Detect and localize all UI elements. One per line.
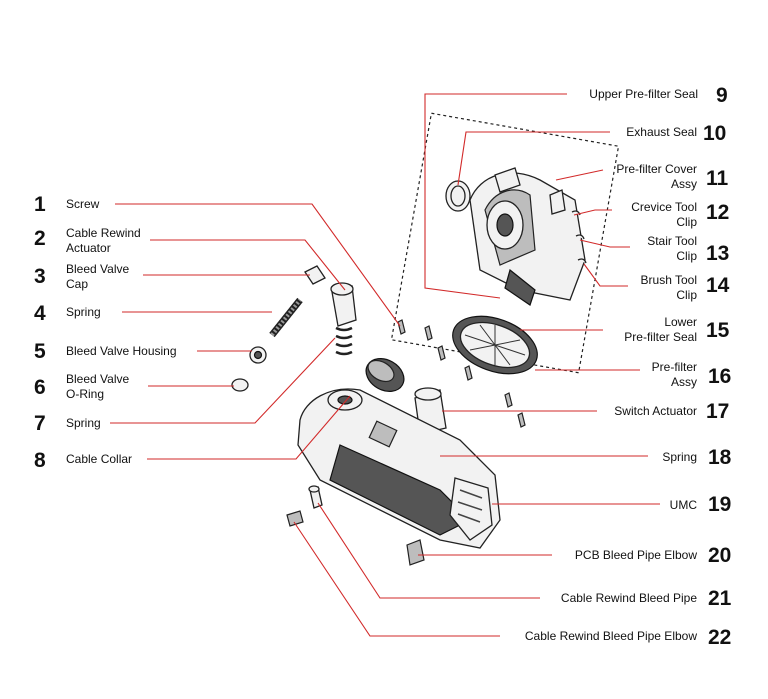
part-label-2-line2: Actuator: [66, 241, 111, 255]
leader-7: [110, 337, 336, 424]
part-number-19: 19: [708, 493, 731, 516]
leader-1: [115, 203, 401, 327]
part-label-14-line2: Clip: [676, 288, 697, 302]
part-label-7: Spring: [66, 416, 101, 430]
part-number-3: 3: [34, 265, 46, 288]
part-label-19: UMC: [670, 498, 698, 512]
leader-13: [579, 239, 630, 248]
part-number-5: 5: [34, 340, 46, 363]
part-label-16-line1: Pre-filter: [652, 360, 697, 374]
leader-12: [573, 209, 612, 216]
part-label-4: Spring: [66, 305, 101, 319]
part-number-6: 6: [34, 376, 46, 399]
part-label-11-line1: Pre-filter Cover: [616, 162, 697, 176]
part-number-4: 4: [34, 302, 46, 325]
leader-9: [424, 93, 567, 299]
umc-drawing: [297, 388, 501, 549]
part-number-13: 13: [706, 242, 729, 265]
part-number-10: 10: [703, 122, 726, 145]
part-number-9: 9: [716, 84, 728, 107]
part-number-11: 11: [706, 167, 729, 190]
part-label-15-line1: Lower: [664, 315, 697, 329]
part-label-18: Spring: [662, 450, 697, 464]
part-label-5: Bleed Valve Housing: [66, 344, 177, 358]
part-number-7: 7: [34, 412, 46, 435]
part-label-3-line2: Cap: [66, 277, 88, 291]
part-label-14-line1: Brush Tool: [641, 273, 697, 287]
part-label-22: Cable Rewind Bleed Pipe Elbow: [525, 629, 697, 643]
part-label-10: Exhaust Seal: [626, 125, 697, 139]
part-label-3-line1: Bleed Valve: [66, 262, 129, 276]
right-labels: Upper Pre-filter Seal 9 Exhaust Seal 10 …: [525, 84, 732, 649]
part-label-11-line2: Assy: [671, 177, 697, 191]
part-number-8: 8: [34, 449, 46, 472]
leader-lines: [110, 93, 660, 637]
part-label-13-line1: Stair Tool: [647, 234, 697, 248]
prefilter-cover-drawing: [390, 112, 620, 374]
cable-collar-drawing: [365, 358, 405, 392]
bleed-valve-drawing: [231, 265, 326, 392]
leader-14: [583, 263, 628, 287]
part-number-12: 12: [706, 201, 729, 224]
part-number-21: 21: [708, 587, 732, 610]
bleed-pipes-drawing: [286, 485, 425, 566]
parts-illustration: [231, 112, 620, 566]
part-label-20: PCB Bleed Pipe Elbow: [575, 548, 697, 562]
part-number-2: 2: [34, 227, 46, 250]
part-number-18: 18: [708, 446, 732, 469]
part-label-6-line2: O-Ring: [66, 387, 104, 401]
part-label-21: Cable Rewind Bleed Pipe: [561, 591, 697, 605]
part-number-15: 15: [706, 319, 730, 342]
leader-22: [293, 521, 500, 637]
actuator-drawing: [330, 282, 357, 356]
leader-11: [555, 169, 604, 181]
leader-10: [457, 131, 610, 186]
left-labels: 1 Screw 2 Cable Rewind Actuator 3 Bleed …: [34, 193, 177, 472]
part-label-8: Cable Collar: [66, 452, 132, 466]
part-number-22: 22: [708, 626, 731, 649]
part-label-12-line1: Crevice Tool: [631, 200, 697, 214]
part-number-1: 1: [34, 193, 46, 216]
part-number-17: 17: [706, 400, 729, 423]
leader-8: [147, 395, 351, 460]
part-label-13-line2: Clip: [676, 249, 697, 263]
part-label-17: Switch Actuator: [614, 404, 697, 418]
part-label-6-line1: Bleed Valve: [66, 372, 129, 386]
part-label-9: Upper Pre-filter Seal: [589, 87, 698, 101]
part-label-1: Screw: [66, 197, 100, 211]
part-label-2-line1: Cable Rewind: [66, 226, 141, 240]
screws-drawing: [397, 319, 526, 428]
leader-21: [317, 502, 540, 599]
part-label-15-line2: Pre-filter Seal: [624, 330, 697, 344]
part-label-12-line2: Clip: [676, 215, 697, 229]
prefilter-drawing: [452, 315, 538, 375]
part-number-20: 20: [708, 544, 731, 567]
part-label-16-line2: Assy: [671, 375, 697, 389]
leader-2: [150, 239, 346, 291]
part-number-16: 16: [708, 365, 731, 388]
part-number-14: 14: [706, 274, 730, 297]
